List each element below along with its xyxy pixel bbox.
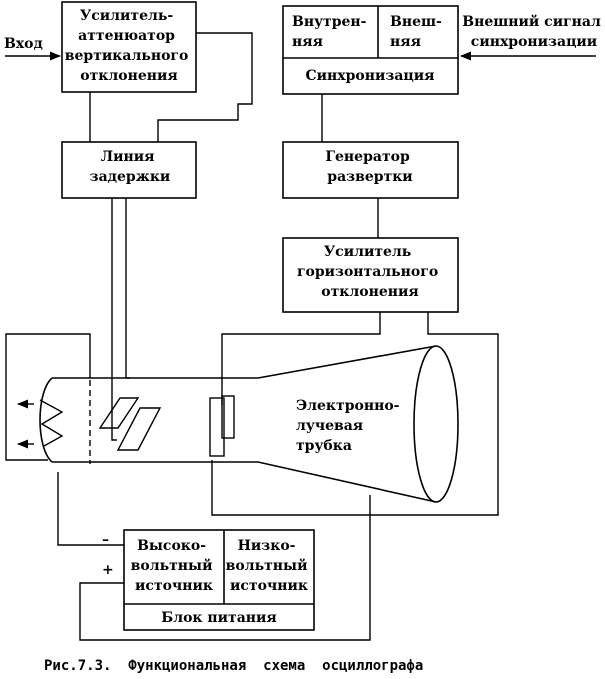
attenuator-line: Усилитель- bbox=[80, 8, 173, 24]
power-block bbox=[123, 529, 315, 631]
lv-source-line: источник bbox=[230, 578, 308, 594]
ext-sync-line: синхронизации bbox=[471, 34, 597, 50]
lv-source-line: вольтный bbox=[226, 557, 308, 574]
hv-source-label: Высоко- вольтный источник bbox=[131, 538, 218, 594]
sync-external-line: Внеш- bbox=[390, 14, 442, 30]
figure-caption: Рис.7.3. Функциональная схема осциллогра… bbox=[44, 658, 423, 674]
sync-external-label: Внеш- няя bbox=[390, 14, 447, 50]
sweep-generator-block bbox=[282, 141, 459, 199]
horizontal-amplifier-line: отклонения bbox=[321, 284, 418, 300]
signal-wires bbox=[5, 32, 596, 641]
ext-sync-line: Внешний сигнал bbox=[462, 13, 601, 30]
sweep-generator-line: Генератор bbox=[325, 149, 410, 165]
attenuator-block bbox=[61, 1, 197, 93]
attenuator-line: отклонения bbox=[80, 68, 177, 84]
delay-line-line: задержки bbox=[90, 169, 171, 185]
power-block-label: Блок питания bbox=[161, 610, 277, 626]
sync-label: Синхронизация bbox=[306, 68, 435, 84]
input-label: Вход bbox=[4, 36, 43, 52]
delay-line-line: Линия bbox=[101, 149, 155, 165]
horizontal-amplifier-line: Усилитель bbox=[324, 244, 411, 260]
horizontal-deflection-plates bbox=[209, 395, 235, 457]
crt-label: Электронно- лучевая трубка bbox=[296, 398, 404, 454]
attenuator-line: аттенюатор bbox=[78, 28, 175, 44]
horizontal-amplifier-block bbox=[282, 237, 459, 313]
sync-internal-line: Внутрен- bbox=[292, 14, 367, 30]
hv-source-line: вольтный bbox=[131, 557, 213, 574]
electron-gun bbox=[16, 380, 91, 464]
attenuator-label: Усилитель- аттенюатор вертикального откл… bbox=[65, 8, 193, 84]
minus-terminal: – bbox=[102, 532, 109, 548]
crt-line: трубка bbox=[296, 438, 352, 454]
hv-source-line: Высоко- bbox=[137, 538, 206, 554]
lv-source-line: Низко- bbox=[238, 538, 296, 554]
vertical-deflection-plates bbox=[98, 397, 162, 451]
ext-sync-signal-label: Внешний сигнал синхронизации bbox=[462, 13, 605, 50]
delay-line-block bbox=[61, 141, 197, 199]
sync-internal-line: няя bbox=[292, 34, 323, 50]
crt-tube bbox=[39, 345, 459, 503]
crt-line: Электронно- bbox=[296, 398, 400, 414]
plus-terminal: + bbox=[102, 562, 114, 578]
horizontal-amplifier-label: Усилитель горизонтального отклонения bbox=[297, 244, 443, 300]
sync-internal-label: Внутрен- няя bbox=[292, 14, 371, 50]
hv-source-line: источник bbox=[135, 578, 213, 594]
sweep-generator-label: Генератор развертки bbox=[325, 149, 414, 185]
attenuator-line: вертикального bbox=[65, 48, 189, 64]
delay-line-label: Линия задержки bbox=[90, 149, 171, 185]
sweep-generator-line: развертки bbox=[327, 169, 412, 185]
crt-line: лучевая bbox=[296, 418, 363, 434]
sync-external-line: няя bbox=[390, 34, 421, 50]
lv-source-label: Низко- вольтный источник bbox=[226, 538, 313, 594]
sync-block bbox=[282, 5, 459, 95]
horizontal-amplifier-line: горизонтального bbox=[297, 264, 438, 280]
